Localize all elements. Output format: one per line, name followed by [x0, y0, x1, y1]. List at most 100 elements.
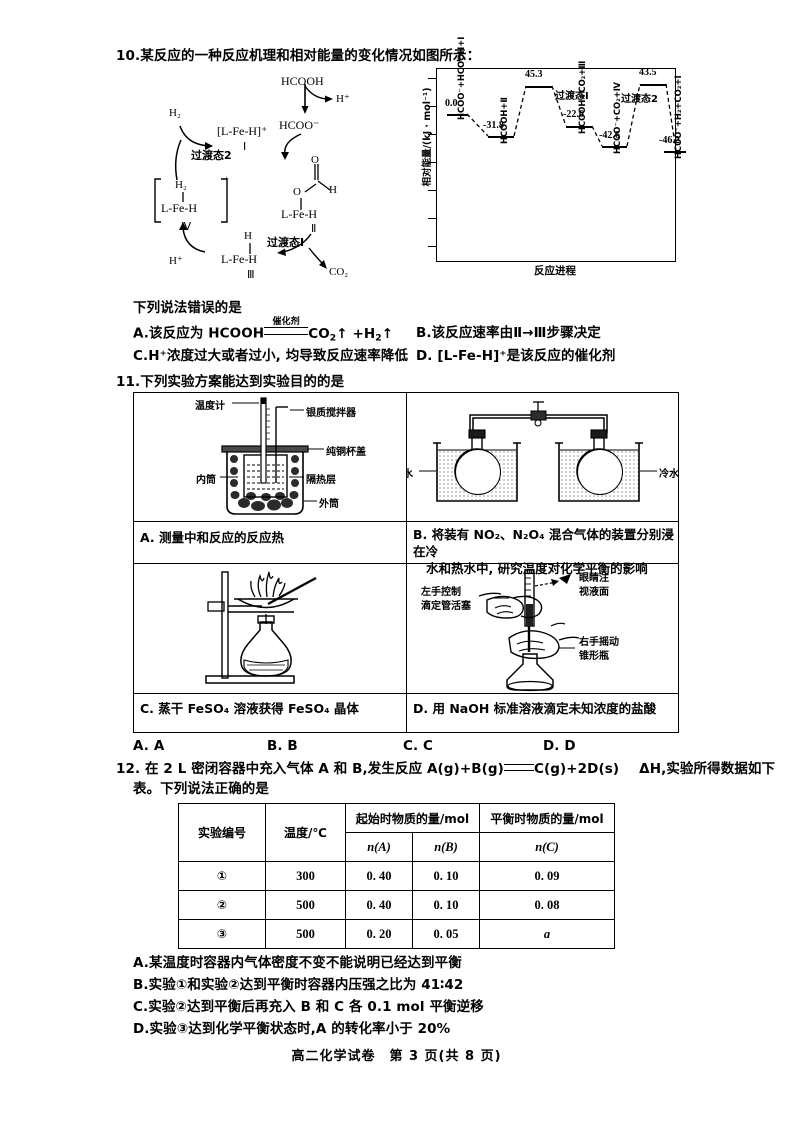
eye-line1: 眼睛注: [579, 573, 609, 584]
question-10-option-b[interactable]: B.该反应速率由Ⅱ→Ⅲ步骤决定: [416, 325, 601, 341]
cycle-label-l-fe-h-III: L-Fe-H: [221, 252, 257, 266]
y-axis-tick: [428, 246, 436, 247]
cycle-label-l-fe-h-IV: L-Fe-H: [161, 201, 197, 215]
cycle-label-h-on-fe: H: [244, 230, 252, 242]
question-12-option-b[interactable]: B.实验①和实验②达到平衡时容器内压强之比为 41∶42: [133, 977, 464, 993]
label-silver-stirrer: 银质搅拌器: [306, 408, 356, 419]
experiment-caption-d: D. 用 NaOH 标准溶液滴定未知浓度的盐酸: [413, 701, 657, 716]
question-11-stem: 11.下列实验方案能达到实验目的的是: [116, 374, 345, 390]
option-a-prefix: A.该反应为 HCOOH: [133, 325, 265, 342]
eye-line2: 视液面: [579, 587, 609, 598]
calorimeter-figure: [220, 397, 324, 515]
titration-figure: [478, 569, 580, 692]
question-10-stem: 10.某反应的一种反应机理和相对能量的变化情况如图所示：: [116, 48, 481, 64]
cold-flask-bulb: [577, 449, 623, 495]
question-11-answer-c[interactable]: C. C: [403, 738, 434, 754]
cell-exp-no-3: ③: [178, 919, 266, 949]
reaction-arrow-icon: [264, 327, 309, 335]
cell-na-2: 0. 40: [345, 890, 413, 920]
cycle-label-ts2: 过渡态2: [191, 149, 232, 162]
question-12-option-d[interactable]: D.实验③达到化学平衡状态时,A 的转化率小于 20%: [133, 1021, 451, 1037]
q12-stem-part2: C(g)+2D(s): [533, 761, 620, 777]
y-axis-tick: [428, 78, 436, 79]
question-12-stem-line-1: 12. 在 2 L 密闭容器中充入气体 A 和 B,发生反应 A(g)+B(g)…: [116, 761, 775, 778]
cycle-label-h2-bracket: H₂: [175, 179, 187, 191]
cycle-label-hcooh: HCOOH: [281, 74, 324, 88]
header-initial-amount: 起始时物质的量/mol: [345, 803, 480, 833]
cycle-label-roman-II: Ⅱ: [311, 223, 317, 235]
caption-divider-c: [134, 693, 406, 694]
left-hand-line2: 滴定管活塞: [421, 601, 471, 612]
energy-level-bar-ts1: [526, 86, 552, 88]
energy-level-bar-3: [566, 126, 592, 128]
cycle-label-h-plus-top: H⁺: [336, 93, 350, 105]
cycle-label-h2: H₂: [169, 107, 181, 119]
energy-level-bar-4: [602, 146, 627, 148]
label-thermometer: 温度计: [195, 401, 225, 412]
experiment-caption-a: A. 测量中和反应的反应热: [140, 530, 285, 545]
header-n-c: n(C): [479, 832, 615, 862]
energy-level-bar-1: [447, 114, 468, 116]
question-10-option-c[interactable]: C.H⁺浓度过大或者过小, 均导致反应速率降低: [133, 348, 409, 364]
caption-divider-b: [406, 521, 678, 522]
question-11-answer-d[interactable]: D. D: [543, 738, 576, 754]
cell-temp-2: 500: [265, 890, 346, 920]
label-cold-water: 冷水: [659, 469, 678, 480]
header-temperature: 温度/℃: [265, 803, 346, 862]
cell-nb-2: 0. 10: [412, 890, 480, 920]
catalytic-cycle-diagram: HCOOH H⁺ HCOO⁻ H₂ [L-Fe-H]⁺ Ⅰ 过渡态2 O H O…: [133, 62, 413, 297]
question-10-figure: HCOOH H⁺ HCOO⁻ H₂ [L-Fe-H]⁺ Ⅰ 过渡态2 O H O…: [133, 37, 686, 297]
header-n-a: n(A): [345, 832, 413, 862]
cell-temp-1: 300: [265, 861, 346, 891]
evaporation-figure: [205, 571, 317, 684]
energy-level-state-1: HCOO⁻+HCOOH+Ⅰ: [456, 36, 466, 120]
experiment-cell-a: 温度计 银质搅拌器 纯铜杯盖 内筒 隔热层 外筒: [134, 393, 406, 521]
label-insulation-layer: 隔热层: [306, 475, 336, 486]
y-axis-tick: [428, 106, 436, 107]
cycle-label-bracket-charge: +: [224, 174, 230, 184]
cycle-svg: [154, 84, 333, 269]
caption-divider-a: [134, 521, 406, 522]
question-10-option-d[interactable]: D. [L-Fe-H]⁺是该反应的催化剂: [416, 348, 616, 364]
header-equilibrium-amount: 平衡时物质的量/mol: [479, 803, 615, 833]
table-row: ③ 500 0. 20 0. 05 a: [178, 919, 615, 949]
question-12-stem-line-2: 表。下列说法正确的是: [133, 781, 269, 797]
q12-stem-part1: 12. 在 2 L 密闭容器中充入气体 A 和 B,发生反应 A(g)+B(g): [116, 761, 504, 777]
caption-divider-d: [406, 693, 678, 694]
caption-b-line-2: 水和热水中, 研究温度对化学平衡的影响: [426, 561, 648, 576]
transition-state-1-label: 过渡态Ⅰ: [555, 91, 589, 102]
y-axis-label: 相对能量/(kJ · mol⁻¹): [422, 87, 433, 187]
energy-level-value-3: -22.6: [563, 109, 584, 120]
energy-level-value-ts1: 45.3: [525, 69, 543, 80]
cell-exp-no-1: ①: [178, 861, 266, 891]
energy-level-state-2: HCOOH+Ⅱ: [499, 97, 509, 144]
energy-profile-chart: 相对能量/(kJ · mol⁻¹) 反应进程 0.0 HCOO⁻+HCOOH+Ⅰ…: [414, 37, 686, 296]
question-12-option-a[interactable]: A.某温度时容器内气体密度不变不能说明已经达到平衡: [133, 955, 462, 971]
energy-level-state-5: HCOO⁻+H₂+CO₂+Ⅰ: [673, 75, 683, 159]
experiment-caption-c: C. 蒸干 FeSO₄ 溶液获得 FeSO₄ 晶体: [140, 701, 359, 716]
label-copper-lid: 纯铜杯盖: [326, 447, 366, 458]
label-hot-water: 热水: [407, 469, 413, 480]
cycle-label-roman-III: Ⅲ: [247, 269, 255, 281]
label-outer-cup: 外筒: [319, 499, 339, 510]
question-12-option-c[interactable]: C.实验②达到平衡后再充入 B 和 C 各 0.1 mol 平衡逆移: [133, 999, 484, 1015]
cell-nc-1: 0. 09: [479, 861, 615, 891]
question-11-answer-b[interactable]: B. B: [267, 738, 298, 754]
energy-level-bar-5: [664, 151, 686, 153]
caption-b-line-1: B. 将装有 NO₂、N₂O₄ 混合气体的装置分别浸在冷: [413, 527, 674, 559]
energy-level-bar-ts2: [640, 84, 666, 86]
label-eye-level: 眼睛注 视液面: [579, 572, 609, 600]
cell-na-3: 0. 20: [345, 919, 413, 949]
cell-nc-2: 0. 08: [479, 890, 615, 920]
y-axis-tick: [428, 190, 436, 191]
y-axis-tick: [428, 218, 436, 219]
question-11-answer-a[interactable]: A. A: [133, 738, 165, 754]
table-divider-horizontal: [134, 563, 678, 564]
cell-na-1: 0. 40: [345, 861, 413, 891]
energy-level-value-4: -42.6: [599, 130, 620, 141]
cycle-label-o-atom: O: [311, 154, 319, 166]
cell-nb-3: 0. 05: [412, 919, 480, 949]
right-hand-line1: 右手摇动: [579, 637, 619, 648]
cell-temp-3: 500: [265, 919, 346, 949]
